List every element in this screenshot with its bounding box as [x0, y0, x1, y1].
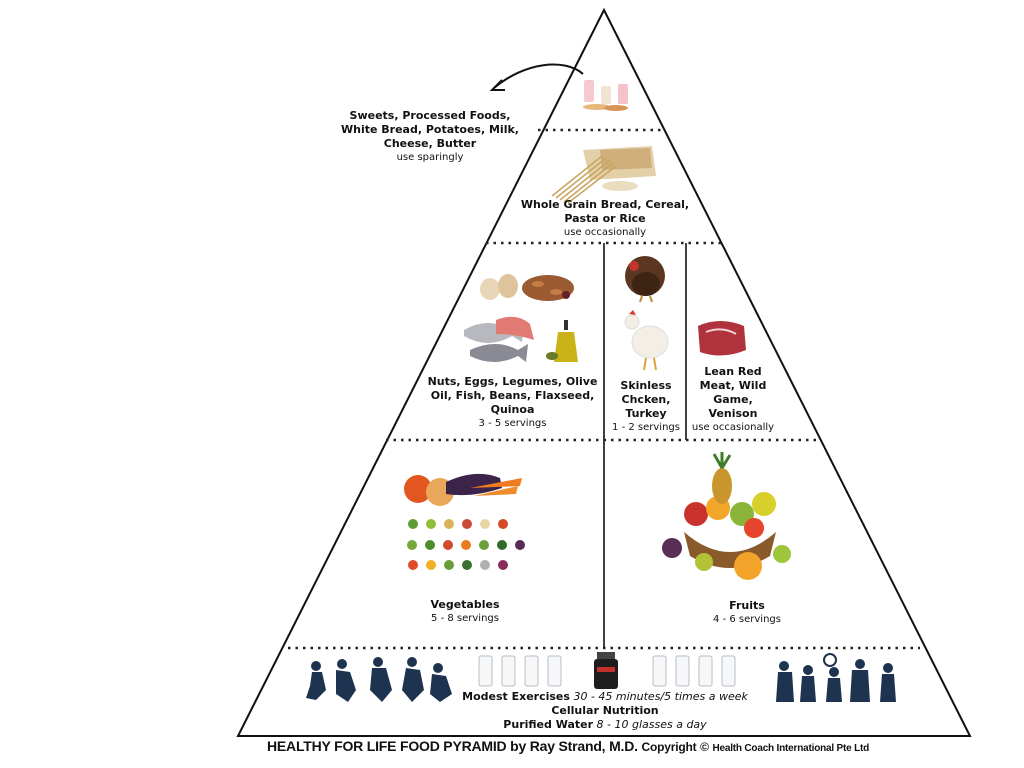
- bread-icon: [551, 146, 656, 204]
- nuts-icon: [522, 275, 574, 301]
- footer-company: Health Coach International Pte Ltd: [712, 743, 870, 754]
- turkey-icon: [625, 256, 665, 303]
- exercise-line: Modest Exercises 30 - 45 minutes/5 times…: [440, 690, 770, 704]
- supplement-bottle-icon: [594, 652, 618, 689]
- sweets-title: Sweets, Processed Foods, White Bread, Po…: [341, 109, 519, 150]
- poultry-title: Skinless Chcken, Turkey: [620, 379, 672, 420]
- grains-note: use occasionally: [563, 227, 647, 238]
- olive-oil-icon: [546, 320, 578, 362]
- grains-title: Whole Grain Bread, Cereal, Pasta or Rice: [520, 198, 690, 225]
- nutrition-label: Cellular Nutrition: [551, 704, 659, 717]
- water-line: Purified Water 8 - 10 glasses a day: [440, 718, 770, 732]
- exercise-label: Modest Exercises: [462, 690, 570, 703]
- vegetables-label: Vegetables 5 - 8 servings: [390, 598, 540, 626]
- meat-note: use occasionally: [691, 422, 775, 433]
- fish-icon: [464, 316, 534, 362]
- sweets-label: Sweets, Processed Foods, White Bread, Po…: [330, 109, 530, 165]
- fruits-title: Fruits: [729, 599, 765, 612]
- exercise-figures-right-icon: [776, 653, 896, 702]
- vegetables-title: Vegetables: [430, 598, 500, 611]
- base-label: Modest Exercises 30 - 45 minutes/5 times…: [440, 690, 770, 732]
- exercise-detail: 30 - 45 minutes/5 times a week: [573, 690, 748, 703]
- footer-copyright: Copyright: [641, 740, 697, 754]
- protein-title: Nuts, Eggs, Legumes, Olive Oil, Fish, Be…: [427, 375, 598, 416]
- chicken-icon: [624, 310, 669, 371]
- protein-label: Nuts, Eggs, Legumes, Olive Oil, Fish, Be…: [425, 375, 600, 431]
- footer-title: HEALTHY FOR LIFE FOOD PYRAMID by Ray Str…: [267, 738, 638, 754]
- sweets-note: use sparingly: [396, 152, 464, 163]
- water-label: Purified Water: [503, 718, 594, 731]
- poultry-label: Skinless Chcken, Turkey 1 - 2 servings: [608, 379, 684, 435]
- milkshake-icon: [583, 80, 628, 111]
- fruits-note: 4 - 6 servings: [713, 614, 781, 625]
- meat-label: Lean Red Meat, Wild Game, Venison use oc…: [690, 365, 776, 435]
- footer-caption: HEALTHY FOR LIFE FOOD PYRAMID by Ray Str…: [267, 738, 869, 754]
- arrow-icon: [493, 63, 584, 89]
- fruit-basket-icon: [662, 452, 791, 580]
- pyramid-outline: [236, 7, 972, 737]
- exercise-figures-left-icon: [306, 657, 452, 702]
- water-glasses-icon: [478, 655, 736, 687]
- poultry-note: 1 - 2 servings: [612, 422, 680, 433]
- water-detail: 8 - 10 glasses a day: [596, 718, 707, 731]
- vegetables-note: 5 - 8 servings: [431, 613, 499, 624]
- red-meat-icon: [698, 321, 746, 356]
- protein-note: 3 - 5 servings: [478, 418, 547, 429]
- arrowhead: [489, 79, 505, 91]
- meat-title: Lean Red Meat, Wild Game, Venison: [699, 365, 767, 420]
- copyright-icon: ©: [700, 740, 709, 754]
- vegetables-icon: [404, 473, 525, 570]
- fruits-label: Fruits 4 - 6 servings: [672, 599, 822, 627]
- eggs-icon: [480, 274, 518, 300]
- grains-label: Whole Grain Bread, Cereal, Pasta or Rice…: [510, 198, 700, 240]
